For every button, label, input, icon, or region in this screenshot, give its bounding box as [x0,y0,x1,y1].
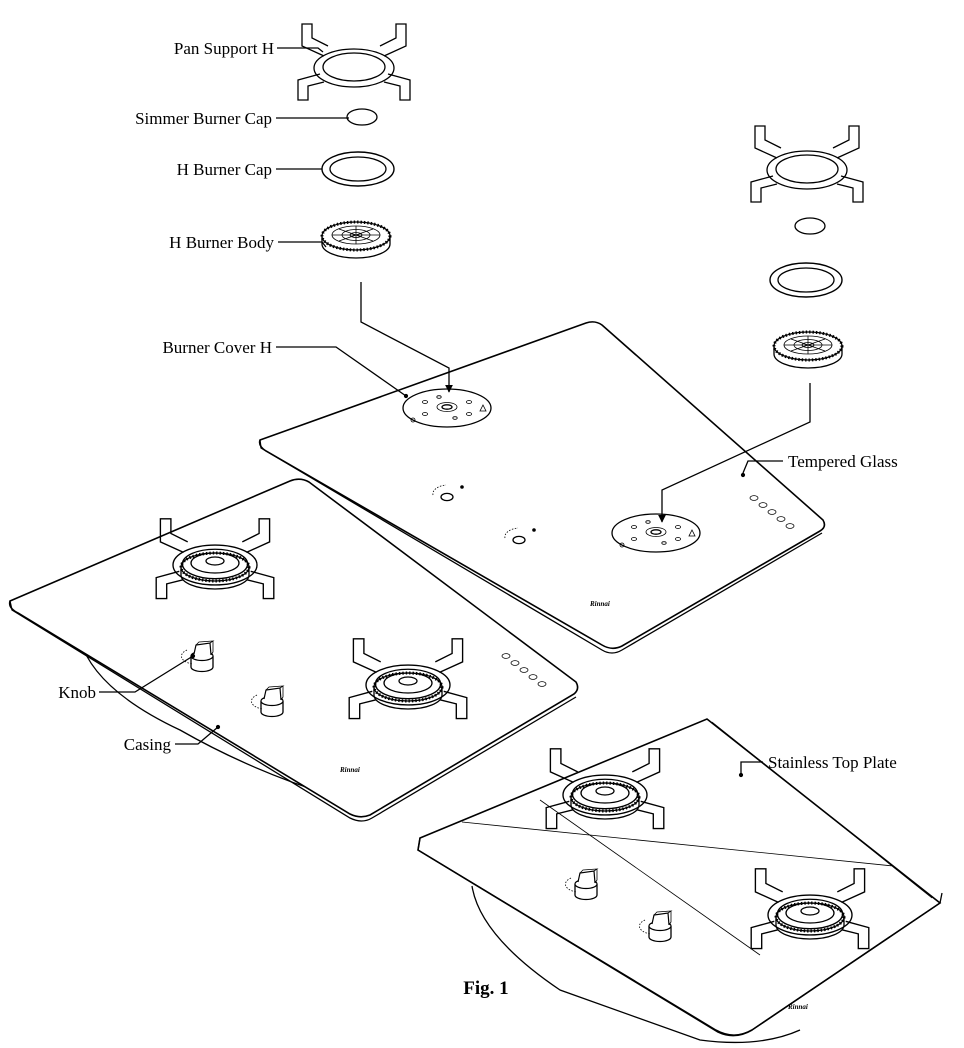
exploded-right-stack [750,125,864,370]
label-burner-cover: Burner Cover H [162,338,272,357]
assembly-arrow-left [360,282,453,393]
label-knob: Knob [58,683,96,702]
label-h-burner-cap: H Burner Cap [177,160,272,179]
glass-brand-mark: Rinnai [589,600,610,608]
burner-cover-h-right [611,513,701,553]
leader-lines [99,47,783,778]
knob-holes [432,484,536,545]
figure-caption: Fig. 1 [463,978,508,999]
assembly-arrow-right [658,383,811,523]
exploded-left-stack [297,23,411,260]
label-casing: Casing [124,735,172,754]
label-tempered-glass: Tempered Glass [788,452,898,471]
assembled-hob: Rinnai [8,478,579,822]
stainless-hob: Rinnai [417,718,943,1044]
glass-top-hob: Rinnai [258,321,826,654]
assembled-casing [79,639,331,796]
pan-support-part-right [750,125,864,203]
burner-body-part [320,220,392,260]
label-stainless-top-plate: Stainless Top Plate [768,753,897,772]
pan-support-part [297,23,411,101]
burner-body-part-right [772,330,844,370]
label-simmer-burner-cap: Simmer Burner Cap [135,109,272,128]
label-pan-support: Pan Support H [174,39,274,58]
stainless-casing [471,885,801,1044]
burner-cover-h [402,388,492,428]
simmer-cap-part [346,108,378,126]
stainless-brand-mark: Rinnai [787,1003,808,1011]
glass-control-buttons [749,495,795,529]
label-h-burner-body: H Burner Body [169,233,274,252]
assembled-brand-mark: Rinnai [339,766,360,774]
burner-cap-part [321,151,395,187]
control-buttons [501,653,547,687]
